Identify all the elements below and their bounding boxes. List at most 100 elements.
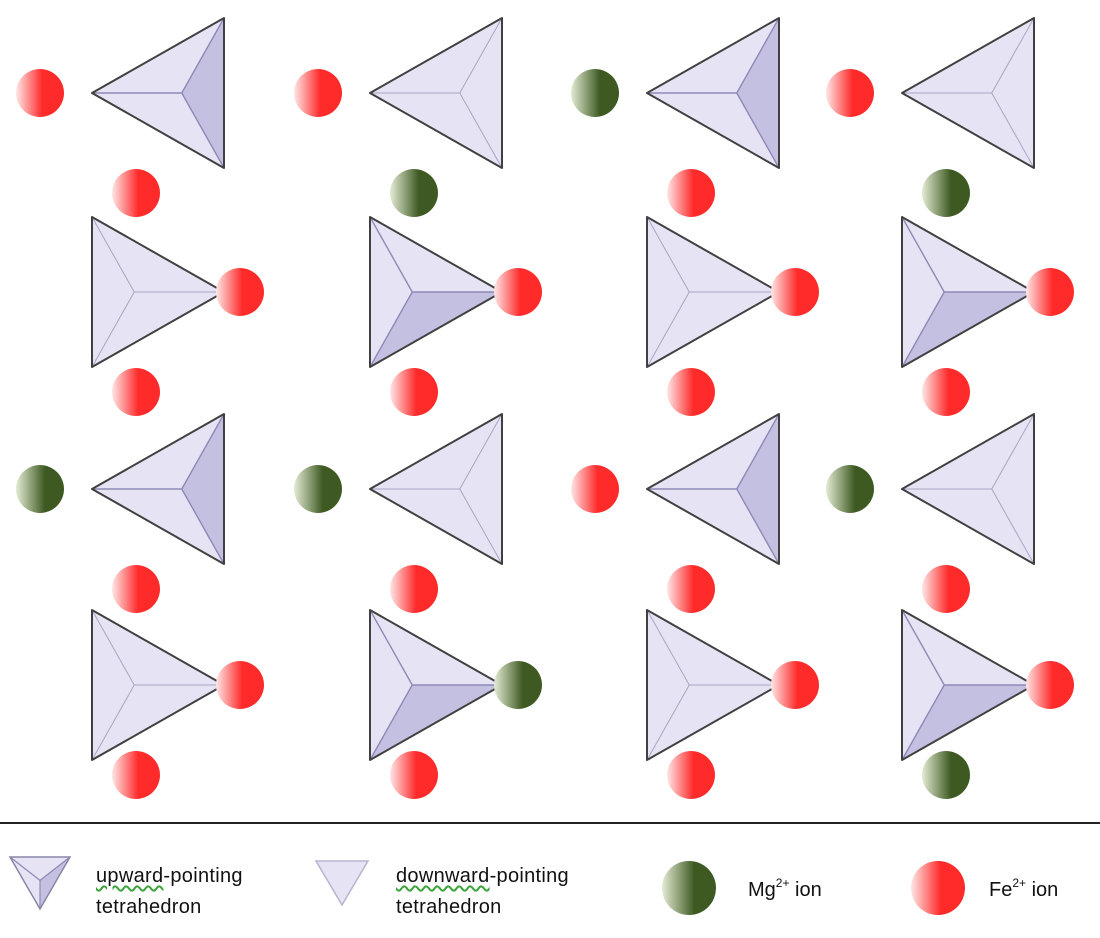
tetrahedron-shaded-face — [736, 18, 779, 168]
tetrahedron-shaded-face — [181, 18, 224, 168]
fe-ion — [571, 465, 619, 513]
legend-downward-line2: tetrahedron — [396, 896, 502, 918]
legend-downward-tetrahedron-icon — [314, 860, 370, 907]
tetrahedron-inner-edge — [901, 291, 945, 368]
tetrahedron-inner-edge — [459, 17, 503, 94]
tetrahedron-outline — [646, 413, 780, 565]
tetrahedron-outline — [901, 413, 1035, 565]
legend-downward-word: downward — [396, 865, 490, 887]
legend-downward-suffix: -pointing — [489, 865, 569, 887]
fe-ion — [771, 661, 819, 709]
upward-tetrahedron — [901, 216, 1035, 368]
upward-tetrahedron — [646, 17, 780, 169]
tetrahedron-inner-edge — [991, 413, 1035, 490]
tetrahedron-outline — [369, 216, 503, 368]
tetrahedron-shaded-face — [736, 414, 779, 564]
downward-tetrahedron — [369, 17, 503, 169]
tetrahedron-outline — [901, 216, 1035, 368]
fe-ion — [16, 69, 64, 117]
mg-ion — [826, 465, 874, 513]
fe-ion — [667, 169, 715, 217]
tetrahedron-inner-edge — [91, 291, 135, 368]
tetrahedra-layer — [91, 17, 1035, 761]
fe-ion — [494, 268, 542, 316]
legend-fe-symbol: Fe — [989, 879, 1013, 901]
legend-mg-suffix: ion — [789, 879, 822, 901]
fe-ion — [922, 565, 970, 613]
fe-ion — [216, 661, 264, 709]
tetrahedron-inner-edge — [736, 17, 780, 94]
tetrahedron-inner-edge — [901, 609, 945, 686]
tetrahedron-inner-edge — [369, 609, 413, 686]
fe-ion — [667, 368, 715, 416]
downward-tetrahedron — [369, 413, 503, 565]
fe-ion — [667, 751, 715, 799]
legend-fe-suffix: ion — [1026, 879, 1059, 901]
legend-icons — [8, 856, 965, 915]
upward-tetrahedron — [646, 413, 780, 565]
tetrahedron-outline — [369, 17, 503, 169]
tetrahedron-inner-edge — [181, 488, 225, 565]
legend-fe-charge: 2+ — [1012, 876, 1027, 890]
tetrahedron-outline — [901, 609, 1035, 761]
tetrahedron-outline — [646, 17, 780, 169]
tetrahedron-outline — [369, 413, 503, 565]
fe-ion — [112, 565, 160, 613]
fe-ion — [112, 169, 160, 217]
mg-ion — [16, 465, 64, 513]
downward-tetrahedron — [91, 216, 225, 368]
tetrahedron-outline — [369, 609, 503, 761]
fe-ion — [390, 751, 438, 799]
legend-downward-label: downward-pointing tetrahedron — [396, 861, 569, 923]
legend-upward-suffix: -pointing — [163, 865, 243, 887]
legend-mg-ion-icon — [662, 861, 716, 915]
fe-ion — [667, 565, 715, 613]
tetrahedron-inner-edge — [736, 413, 780, 490]
tetrahedron-inner-edge — [646, 684, 690, 761]
downward-tetrahedron — [901, 17, 1035, 169]
tetrahedron-inner-edge — [369, 291, 413, 368]
tetrahedron-outline — [646, 609, 780, 761]
fe-ion — [112, 368, 160, 416]
downward-tetrahedron — [646, 216, 780, 368]
tetrahedron-inner-edge — [459, 413, 503, 490]
tetrahedron-outline — [91, 216, 225, 368]
upward-tetrahedron — [369, 609, 503, 761]
upward-tetrahedron — [901, 609, 1035, 761]
tetrahedron-inner-edge — [736, 92, 780, 169]
downward-tetrahedron — [91, 609, 225, 761]
tetrahedron-inner-edge — [646, 609, 690, 686]
fe-ion — [390, 565, 438, 613]
legend-upward-label: upward-pointing tetrahedron — [96, 861, 243, 923]
tetrahedron-inner-edge — [646, 291, 690, 368]
legend-fe-ion-icon — [911, 861, 965, 915]
upward-tetrahedron — [91, 17, 225, 169]
legend-upward-tetrahedron-icon — [8, 856, 72, 911]
tetrahedron-inner-edge — [181, 17, 225, 94]
legend-upward-word: upward — [96, 865, 164, 887]
fe-ion — [771, 268, 819, 316]
fe-ion — [1026, 661, 1074, 709]
tetrahedron-inner-edge — [901, 684, 945, 761]
mg-ion — [294, 465, 342, 513]
mg-ion — [922, 169, 970, 217]
mg-ion — [571, 69, 619, 117]
legend-mg-label: Mg2+ ion — [748, 876, 822, 902]
fe-ion — [922, 368, 970, 416]
downward-tetrahedron — [646, 609, 780, 761]
tetrahedron-inner-edge — [901, 216, 945, 293]
upward-tetrahedron — [369, 216, 503, 368]
tetrahedron-inner-edge — [459, 92, 503, 169]
tetrahedron-inner-edge — [459, 488, 503, 565]
mg-ion — [922, 751, 970, 799]
tetrahedron-outline — [91, 17, 225, 169]
legend-fe-label: Fe2+ ion — [989, 876, 1059, 902]
legend-mg-charge: 2+ — [775, 876, 790, 890]
legend-mg-symbol: Mg — [748, 879, 776, 901]
tetrahedron-shaded-face — [181, 414, 224, 564]
tetrahedron-outline — [91, 413, 225, 565]
legend-upward-line2: tetrahedron — [96, 896, 202, 918]
tetrahedron-inner-edge — [646, 216, 690, 293]
tetrahedron-inner-edge — [91, 609, 135, 686]
